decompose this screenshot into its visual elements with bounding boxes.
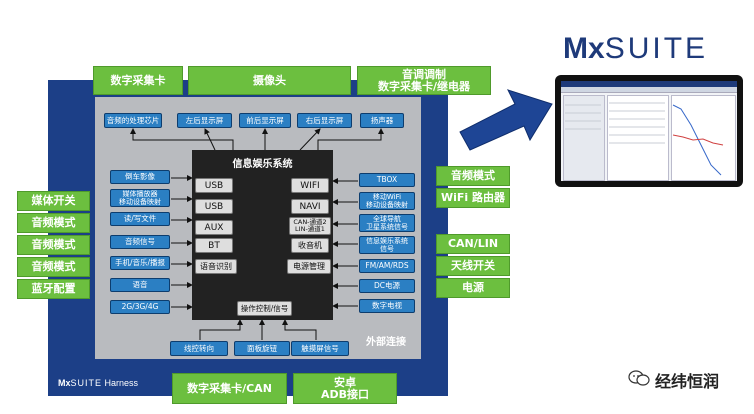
green-right-wifi-router: WiFi 路由器 [436, 188, 510, 208]
harness-brand: MxSUITE Harness [58, 378, 138, 388]
device-read-write: 读/写文件 [110, 212, 170, 226]
device-gnss: 全球导航 卫星系统信号 [359, 214, 415, 232]
device-tbox: TBOX [359, 173, 415, 187]
harness-brand-harness: Harness [104, 378, 139, 388]
core-slot-voice: 语音识别 [195, 259, 237, 274]
green-right-can-lin: CAN/LIN [436, 234, 510, 254]
green-left-bt-config: 蓝牙配置 [17, 279, 90, 299]
core-slot-power: 电源管理 [287, 259, 331, 274]
core-title: 信息娱乐系统 [232, 159, 293, 170]
green-left-audio-mode-1: 音频模式 [17, 213, 90, 233]
green-top-daq: 数字采集卡 [93, 66, 183, 95]
green-left-audio-mode-2: 音频模式 [17, 235, 90, 255]
core-slot-control: 操作控制/信号 [237, 301, 292, 316]
core-slot-bt: BT [195, 238, 233, 253]
core-slot-radio: 收音机 [291, 238, 329, 253]
green-left-audio-mode-3: 音频模式 [17, 257, 90, 277]
device-left-rear-display: 左后显示屏 [177, 113, 232, 128]
wechat-icon [628, 369, 650, 387]
core-slot-aux: AUX [195, 220, 233, 235]
harness-brand-suite: SUITE [70, 378, 103, 388]
device-phone-music: 手机/音乐/播报 [110, 256, 170, 270]
core-slot-usb-2: USB [195, 199, 233, 214]
green-left-media-switch: 媒体开关 [17, 191, 90, 211]
mxsuite-logo: MxSUITE [563, 32, 708, 66]
green-right-audio-mode: 音频模式 [436, 166, 510, 186]
device-touch-signal: 触摸屏信号 [291, 341, 349, 356]
device-speaker: 扬声器 [360, 113, 404, 128]
device-voice: 语音 [110, 278, 170, 292]
harness-brand-mx: Mx [58, 378, 71, 388]
watermark-text: 经纬恒润 [655, 372, 720, 391]
green-bottom-daq-can: 数字采集卡/CAN [172, 373, 287, 404]
device-digital-tv: 数字电视 [359, 299, 415, 313]
logo-suite: SUITE [604, 32, 709, 65]
device-infotainment-signal: 信息娱乐系统 信号 [359, 236, 415, 254]
big-arrow [459, 89, 553, 151]
core-slot-wifi: WIFI [291, 178, 329, 193]
green-bottom-adb: 安卓 ADB接口 [293, 373, 397, 404]
device-media-player: 媒体播放器 移动设备映射 [110, 189, 170, 207]
device-audio-signal: 音频信号 [110, 235, 170, 249]
logo-mx: Mx [563, 32, 605, 65]
device-audio-chip: 音频的处理芯片 [104, 113, 162, 128]
device-dc-power: DC电源 [359, 279, 415, 293]
green-right-antenna-switch: 天线开关 [436, 256, 510, 276]
core-slot-navi: NAVI [291, 199, 329, 214]
device-panel-knob: 面板旋钮 [234, 341, 290, 356]
monitor-screen [561, 81, 737, 181]
device-mobile-wifi: 移动WiFi 移动设备映射 [359, 192, 415, 210]
device-reverse-camera: 倒车影像 [110, 170, 170, 184]
device-fm-am: FM/AM/RDS [359, 259, 415, 273]
device-steer-by-wire: 线控转向 [170, 341, 228, 356]
green-top-modulation: 音调调制 数字采集卡/继电器 [357, 66, 491, 95]
device-front-rear-display: 前后显示屏 [239, 113, 291, 128]
device-right-rear-display: 右后显示屏 [297, 113, 352, 128]
external-connection-label: 外部连接 [366, 337, 406, 348]
green-right-power: 电源 [436, 278, 510, 298]
core-slot-can-lin: CAN-通道2 LIN-通道1 [289, 217, 331, 235]
device-cellular: 2G/3G/4G [110, 300, 170, 314]
green-top-camera: 摄像头 [188, 66, 351, 95]
core-system [192, 150, 333, 320]
core-slot-usb-1: USB [195, 178, 233, 193]
